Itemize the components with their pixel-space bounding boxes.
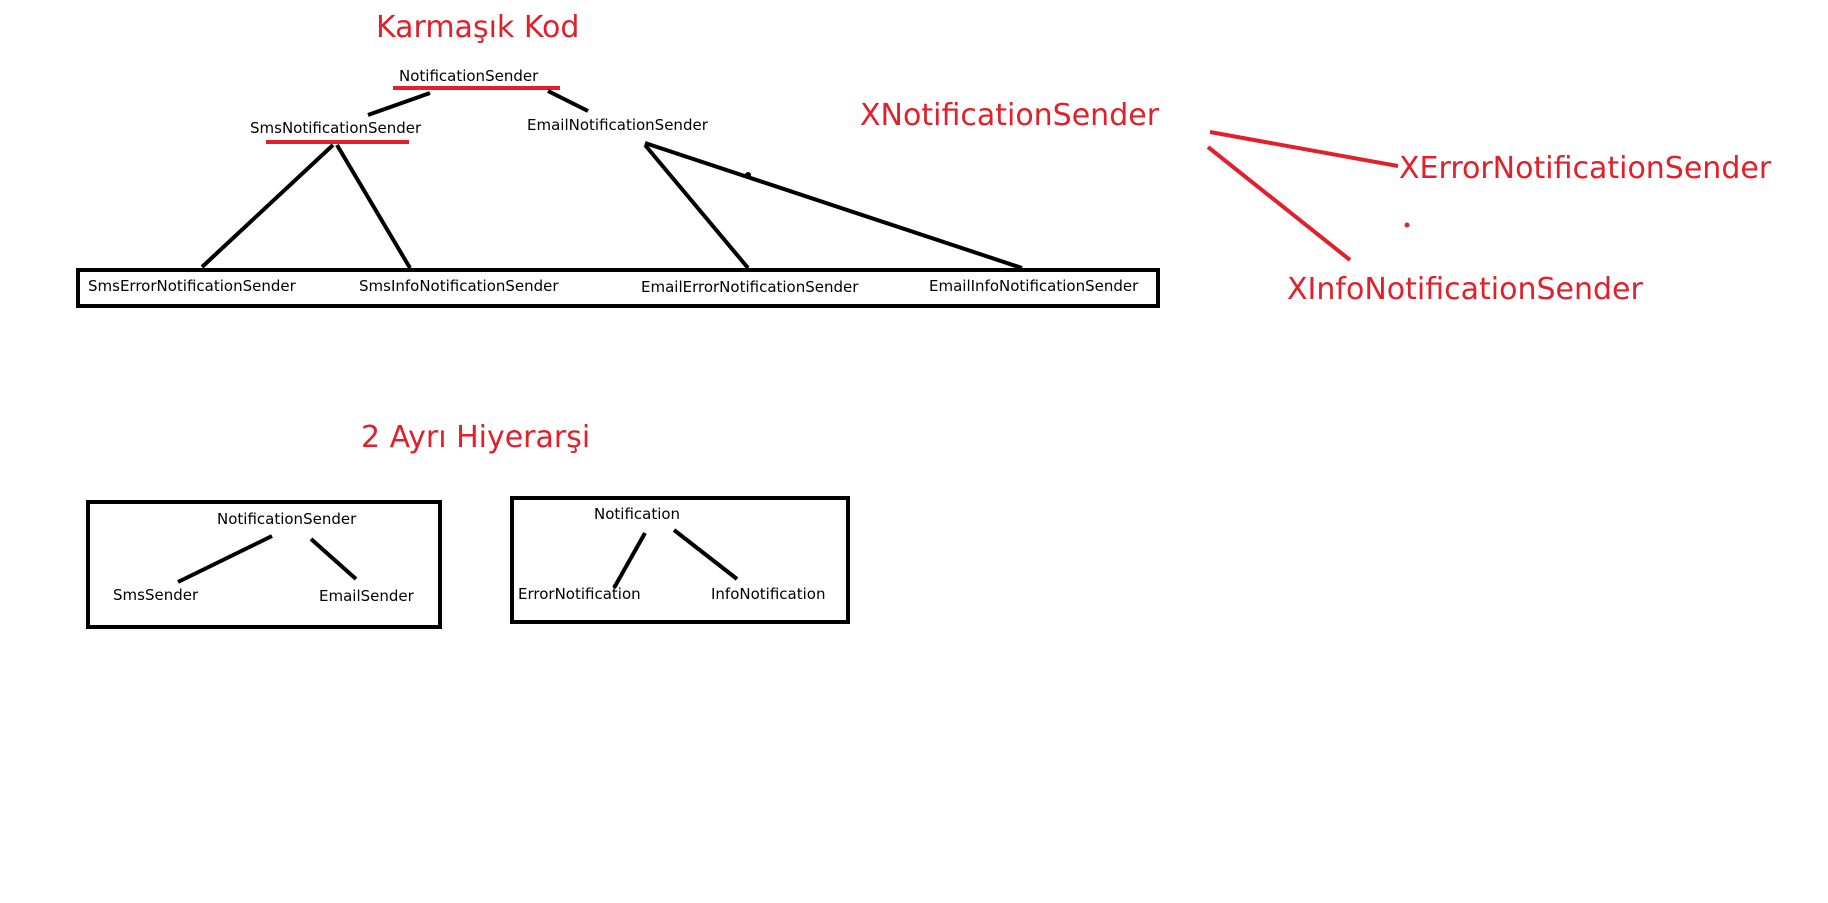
edge-sms-info	[335, 143, 412, 270]
leaf-row-frame	[76, 268, 1160, 308]
leaf-sms-info: SmsInfoNotificationSender	[359, 277, 559, 295]
sender-tree-frame	[86, 500, 442, 629]
x-parent-node: XNotificationSender	[860, 98, 1160, 133]
x-error-child-node: XErrorNotificationSender	[1399, 151, 1772, 186]
sender-tree-root: NotificationSender	[217, 510, 357, 528]
email-parent-node: EmailNotificationSender	[527, 116, 708, 134]
sender-tree-right: EmailSender	[319, 587, 414, 605]
edge-sms-error	[200, 143, 335, 269]
edge-x-info	[1206, 145, 1352, 262]
leaf-email-info: EmailInfoNotificationSender	[929, 277, 1139, 295]
complex-code-title: Karmaşık Kod	[376, 10, 580, 45]
edge-x-error	[1209, 130, 1399, 168]
sender-tree-left: SmsSender	[113, 586, 199, 604]
separate-hierarchy-title: 2 Ayrı Hiyerarşi	[361, 420, 591, 455]
edge-notification-error	[612, 532, 647, 589]
edge-email-error	[643, 143, 750, 270]
sms-parent-node: SmsNotificationSender	[250, 119, 422, 137]
x-info-child-node: XInfoNotificationSender	[1287, 272, 1643, 307]
red-dot	[1404, 222, 1410, 228]
stray-dot	[745, 172, 751, 178]
notification-tree-frame	[510, 496, 850, 624]
edge-root-email	[547, 89, 589, 113]
notification-tree-root: Notification	[594, 505, 681, 523]
leaf-email-error: EmailErrorNotificationSender	[641, 278, 859, 296]
edge-sender-sms	[177, 534, 273, 584]
notification-tree-left: ErrorNotification	[518, 585, 641, 603]
notification-tree-right: InfoNotification	[711, 585, 826, 603]
complex-root-node: NotificationSender	[399, 67, 539, 85]
edge-sender-email	[309, 537, 358, 581]
edge-email-info	[644, 141, 1023, 270]
edge-notification-info	[672, 528, 739, 581]
edge-root-sms	[367, 91, 431, 117]
leaf-sms-error: SmsErrorNotificationSender	[88, 277, 296, 295]
